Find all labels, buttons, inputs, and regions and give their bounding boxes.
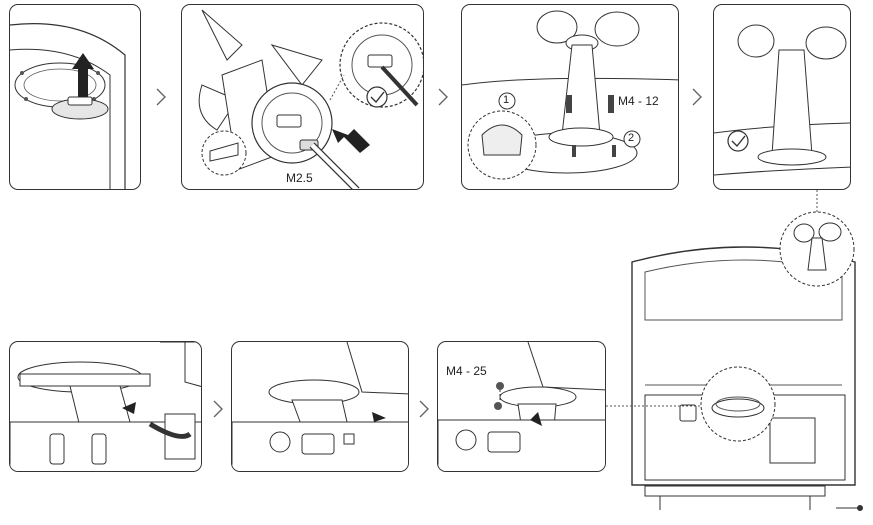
- chevron-right-icon: [437, 87, 449, 107]
- step-7-screw-label: M4 - 25: [446, 364, 487, 378]
- up-arrow-icon: [10, 5, 141, 190]
- check-icon: [714, 5, 851, 190]
- push-arrow-icon: [182, 5, 424, 190]
- step-5-panel: [9, 341, 202, 472]
- step-3-marker-1: 1: [503, 94, 509, 106]
- step-7-illustration: [438, 342, 606, 472]
- chevron-right-icon: [418, 399, 430, 419]
- step-2-panel: M2.5: [181, 4, 424, 190]
- chevron-right-icon: [212, 399, 224, 419]
- chevron-right-icon: [691, 87, 703, 107]
- step-4-panel: [713, 4, 851, 190]
- step-5-illustration: [10, 342, 202, 472]
- step-6-panel: [231, 341, 409, 472]
- step-6-illustration: [232, 342, 409, 472]
- step-7-panel: M4 - 25: [437, 341, 606, 472]
- step-3-panel: 1 2 M4 - 12: [461, 4, 679, 190]
- step-1-panel: [9, 4, 141, 190]
- step-3-marker-2: 2: [628, 132, 634, 144]
- chevron-right-icon: [155, 87, 167, 107]
- step-3-screw-label: M4 - 12: [618, 94, 659, 108]
- step-2-screw-label: M2.5: [286, 171, 313, 185]
